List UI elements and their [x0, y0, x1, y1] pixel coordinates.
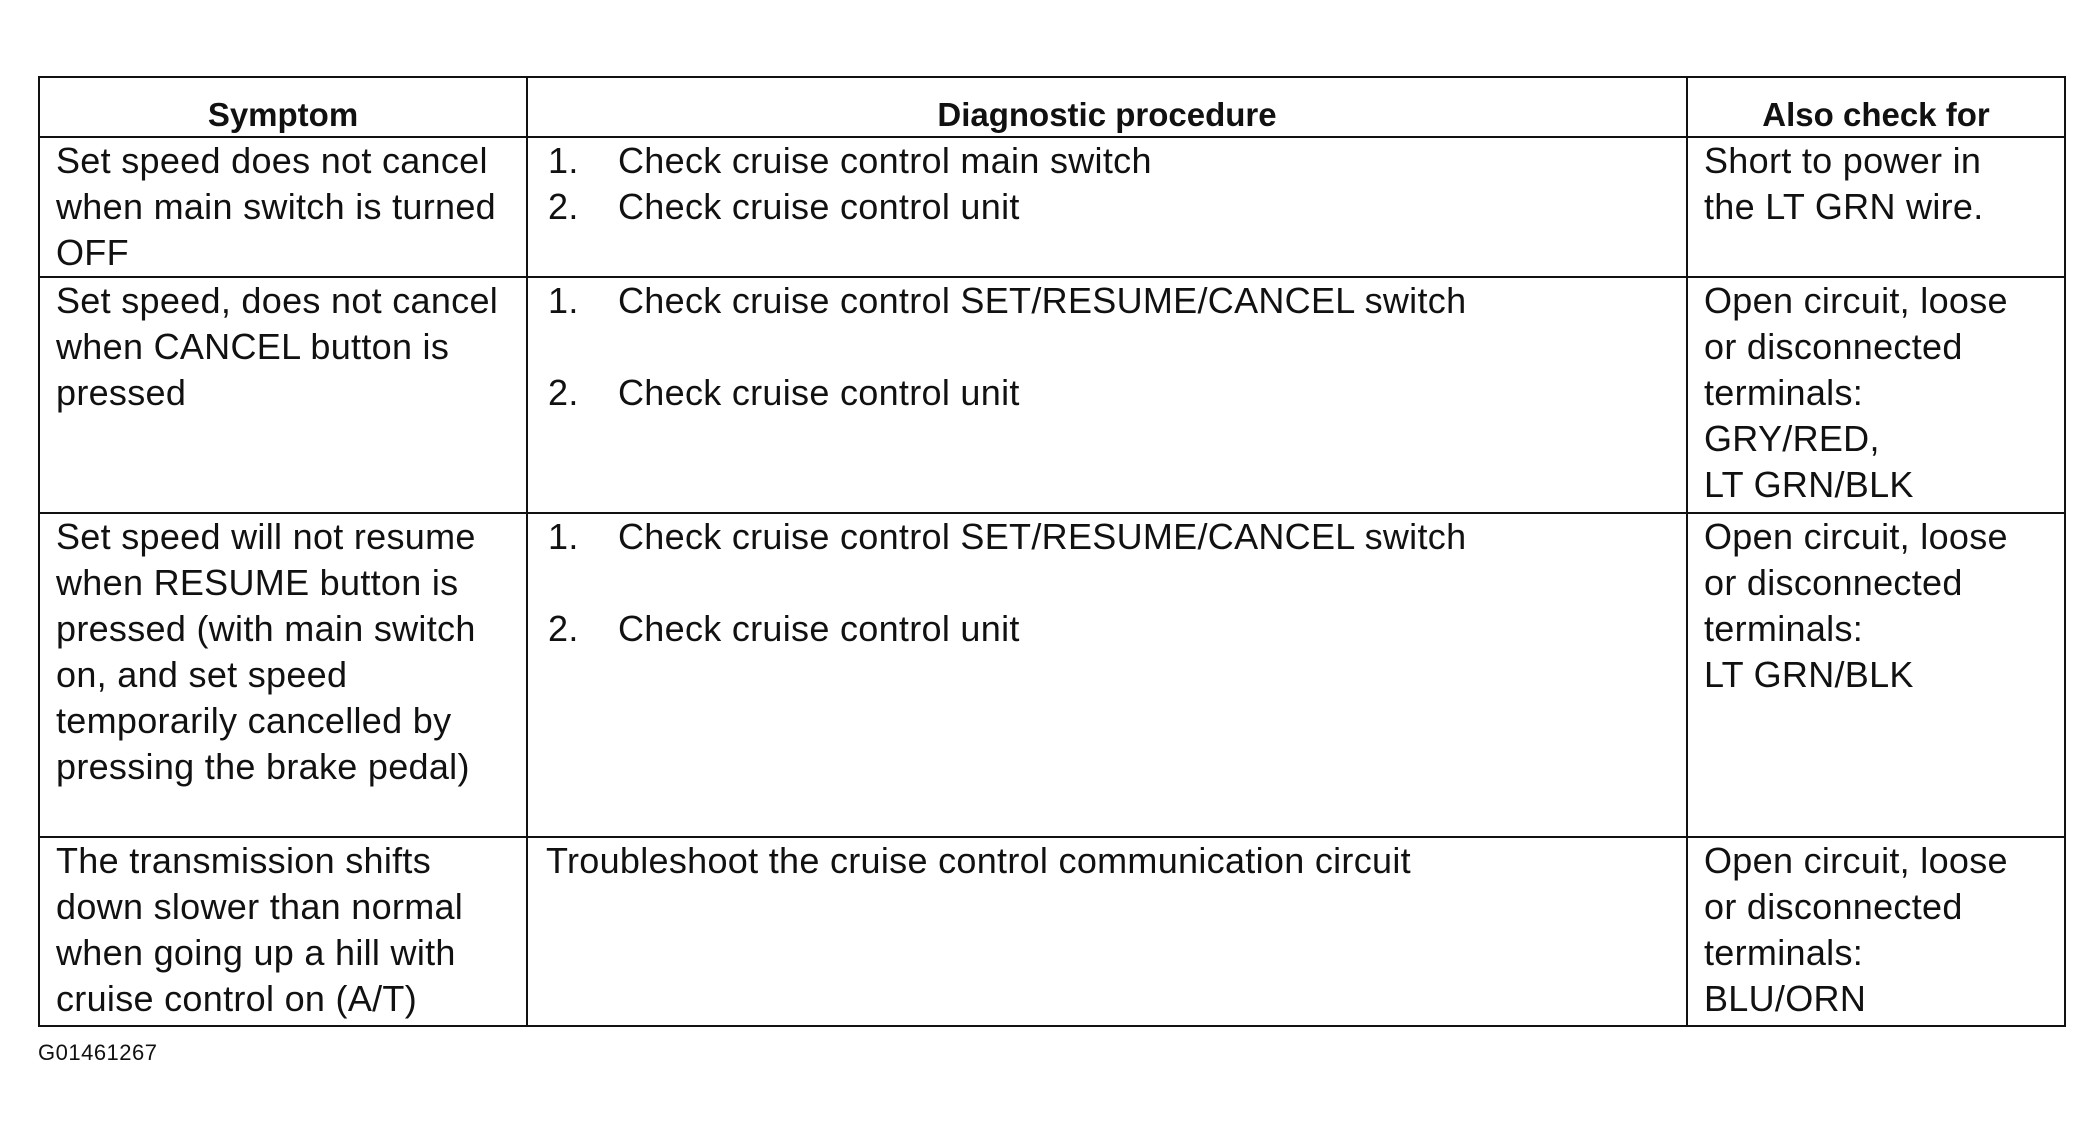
also-check-cell: Open circuit, loose or disconnected term… — [1686, 512, 2066, 838]
step-number: 1. — [548, 280, 579, 321]
procedure-cell: 1. Check cruise control main switch 2. C… — [526, 136, 1688, 278]
step-text: Check cruise control main switch — [618, 140, 1152, 181]
step-text: Check cruise control unit — [618, 608, 1020, 649]
also-check-line: or disconnected — [1704, 562, 1963, 603]
step-number: 2. — [548, 186, 579, 227]
step-text: Check cruise control SET/RESUME/CANCEL s… — [618, 516, 1467, 557]
also-check-line: GRY/RED, — [1704, 418, 1880, 459]
procedure-text: Troubleshoot the cruise control communic… — [546, 840, 1411, 881]
also-check-line: Open circuit, loose — [1704, 840, 2008, 881]
symptom-text: Set speed does not cancel when main swit… — [56, 140, 496, 273]
symptom-cell: Set speed will not resume when RESUME bu… — [38, 512, 528, 838]
step-number: 1. — [548, 516, 579, 557]
procedure-step: 2. Check cruise control unit — [528, 606, 1686, 652]
also-check-text: Open circuit, loose or disconnected term… — [1688, 838, 2064, 1022]
also-check-line: the LT GRN wire. — [1704, 186, 1984, 227]
also-check-line: or disconnected — [1704, 886, 1963, 927]
procedure-step: 2. Check cruise control unit — [528, 184, 1686, 230]
step-number: 1. — [548, 140, 579, 181]
also-check-cell: Short to power in the LT GRN wire. — [1686, 136, 2066, 278]
figure-id: G01461267 — [38, 1040, 158, 1065]
also-check-cell: Open circuit, loose or disconnected term… — [1686, 836, 2066, 1027]
also-check-line: terminals: — [1704, 372, 1864, 413]
also-check-line: BLU/ORN — [1704, 978, 1867, 1019]
also-check-line: Open circuit, loose — [1704, 516, 2008, 557]
procedure-step: 2. Check cruise control unit — [528, 370, 1686, 416]
procedure-step: 1. Check cruise control main switch — [528, 138, 1686, 184]
step-text: Check cruise control unit — [618, 372, 1020, 413]
also-check-text: Open circuit, loose or disconnected term… — [1688, 514, 2064, 698]
procedure-cell: Troubleshoot the cruise control communic… — [526, 836, 1688, 1027]
symptom-text: Set speed, does not cancel when CANCEL b… — [56, 280, 499, 413]
procedure-cell: 1. Check cruise control SET/RESUME/CANCE… — [526, 276, 1688, 514]
header-diagnostic-procedure: Diagnostic procedure — [526, 76, 1688, 138]
table-row: Set speed, does not cancel when CANCEL b… — [38, 276, 2066, 514]
symptom-cell: Set speed does not cancel when main swit… — [38, 136, 528, 278]
symptom-text: The transmission shifts down slower than… — [56, 840, 464, 1019]
also-check-line: terminals: — [1704, 608, 1864, 649]
symptom-cell: Set speed, does not cancel when CANCEL b… — [38, 276, 528, 514]
table-row: The transmission shifts down slower than… — [38, 836, 2066, 1027]
procedure-step: 1. Check cruise control SET/RESUME/CANCE… — [528, 514, 1686, 560]
step-number: 2. — [548, 608, 579, 649]
header-symptom: Symptom — [38, 76, 528, 138]
also-check-cell: Open circuit, loose or disconnected term… — [1686, 276, 2066, 514]
step-text: Check cruise control SET/RESUME/CANCEL s… — [618, 280, 1467, 321]
also-check-line: LT GRN/BLK — [1704, 464, 1914, 505]
procedure-cell: 1. Check cruise control SET/RESUME/CANCE… — [526, 512, 1688, 838]
symptom-text: Set speed will not resume when RESUME bu… — [56, 516, 476, 787]
table-row: Set speed does not cancel when main swit… — [38, 136, 2066, 278]
step-number: 2. — [548, 372, 579, 413]
also-check-line: LT GRN/BLK — [1704, 654, 1914, 695]
also-check-text: Open circuit, loose or disconnected term… — [1688, 278, 2064, 508]
also-check-line: or disconnected — [1704, 326, 1963, 367]
step-text: Check cruise control unit — [618, 186, 1020, 227]
also-check-line: Open circuit, loose — [1704, 280, 2008, 321]
diagnostic-table: Symptom Diagnostic procedure Also check … — [38, 76, 2066, 1027]
table-row: Set speed will not resume when RESUME bu… — [38, 512, 2066, 838]
procedure-step: 1. Check cruise control SET/RESUME/CANCE… — [528, 278, 1686, 324]
also-check-line: terminals: — [1704, 932, 1864, 973]
header-also-check-for: Also check for — [1686, 76, 2066, 138]
also-check-line: Short to power in — [1704, 140, 1982, 181]
header-row: Symptom Diagnostic procedure Also check … — [38, 76, 2066, 138]
symptom-cell: The transmission shifts down slower than… — [38, 836, 528, 1027]
also-check-text: Short to power in the LT GRN wire. — [1688, 138, 2064, 230]
